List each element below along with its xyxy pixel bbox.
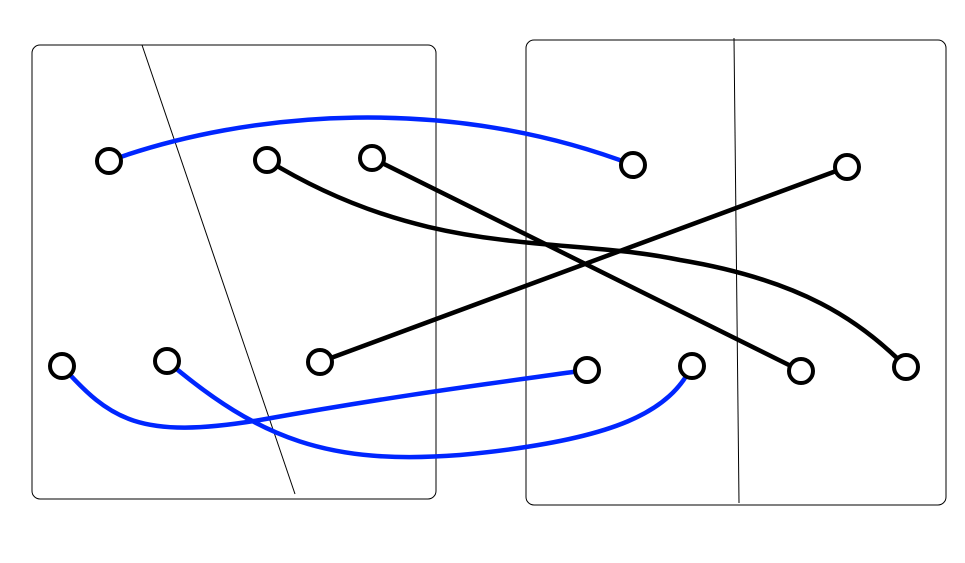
edge-n1-n7 xyxy=(106,115,636,168)
node-n3[interactable] xyxy=(358,144,386,172)
nodes-layer xyxy=(48,144,920,385)
node-n9[interactable] xyxy=(573,356,601,384)
edge-n4-n9 xyxy=(59,363,590,430)
edges-layer xyxy=(59,115,909,460)
edge-n5-n10 xyxy=(164,358,695,460)
node-n12[interactable] xyxy=(892,353,920,381)
left-panel xyxy=(31,44,437,500)
node-n4[interactable] xyxy=(48,352,76,380)
node-n2[interactable] xyxy=(253,146,281,174)
node-n7[interactable] xyxy=(619,151,647,179)
edge-n2-n12 xyxy=(264,157,909,370)
node-n5[interactable] xyxy=(153,347,181,375)
node-n8[interactable] xyxy=(833,153,861,181)
node-n1[interactable] xyxy=(95,147,123,175)
node-n10[interactable] xyxy=(678,352,706,380)
edge-n6-n8 xyxy=(317,164,850,365)
node-n6[interactable] xyxy=(306,348,334,376)
node-n11[interactable] xyxy=(787,357,815,385)
